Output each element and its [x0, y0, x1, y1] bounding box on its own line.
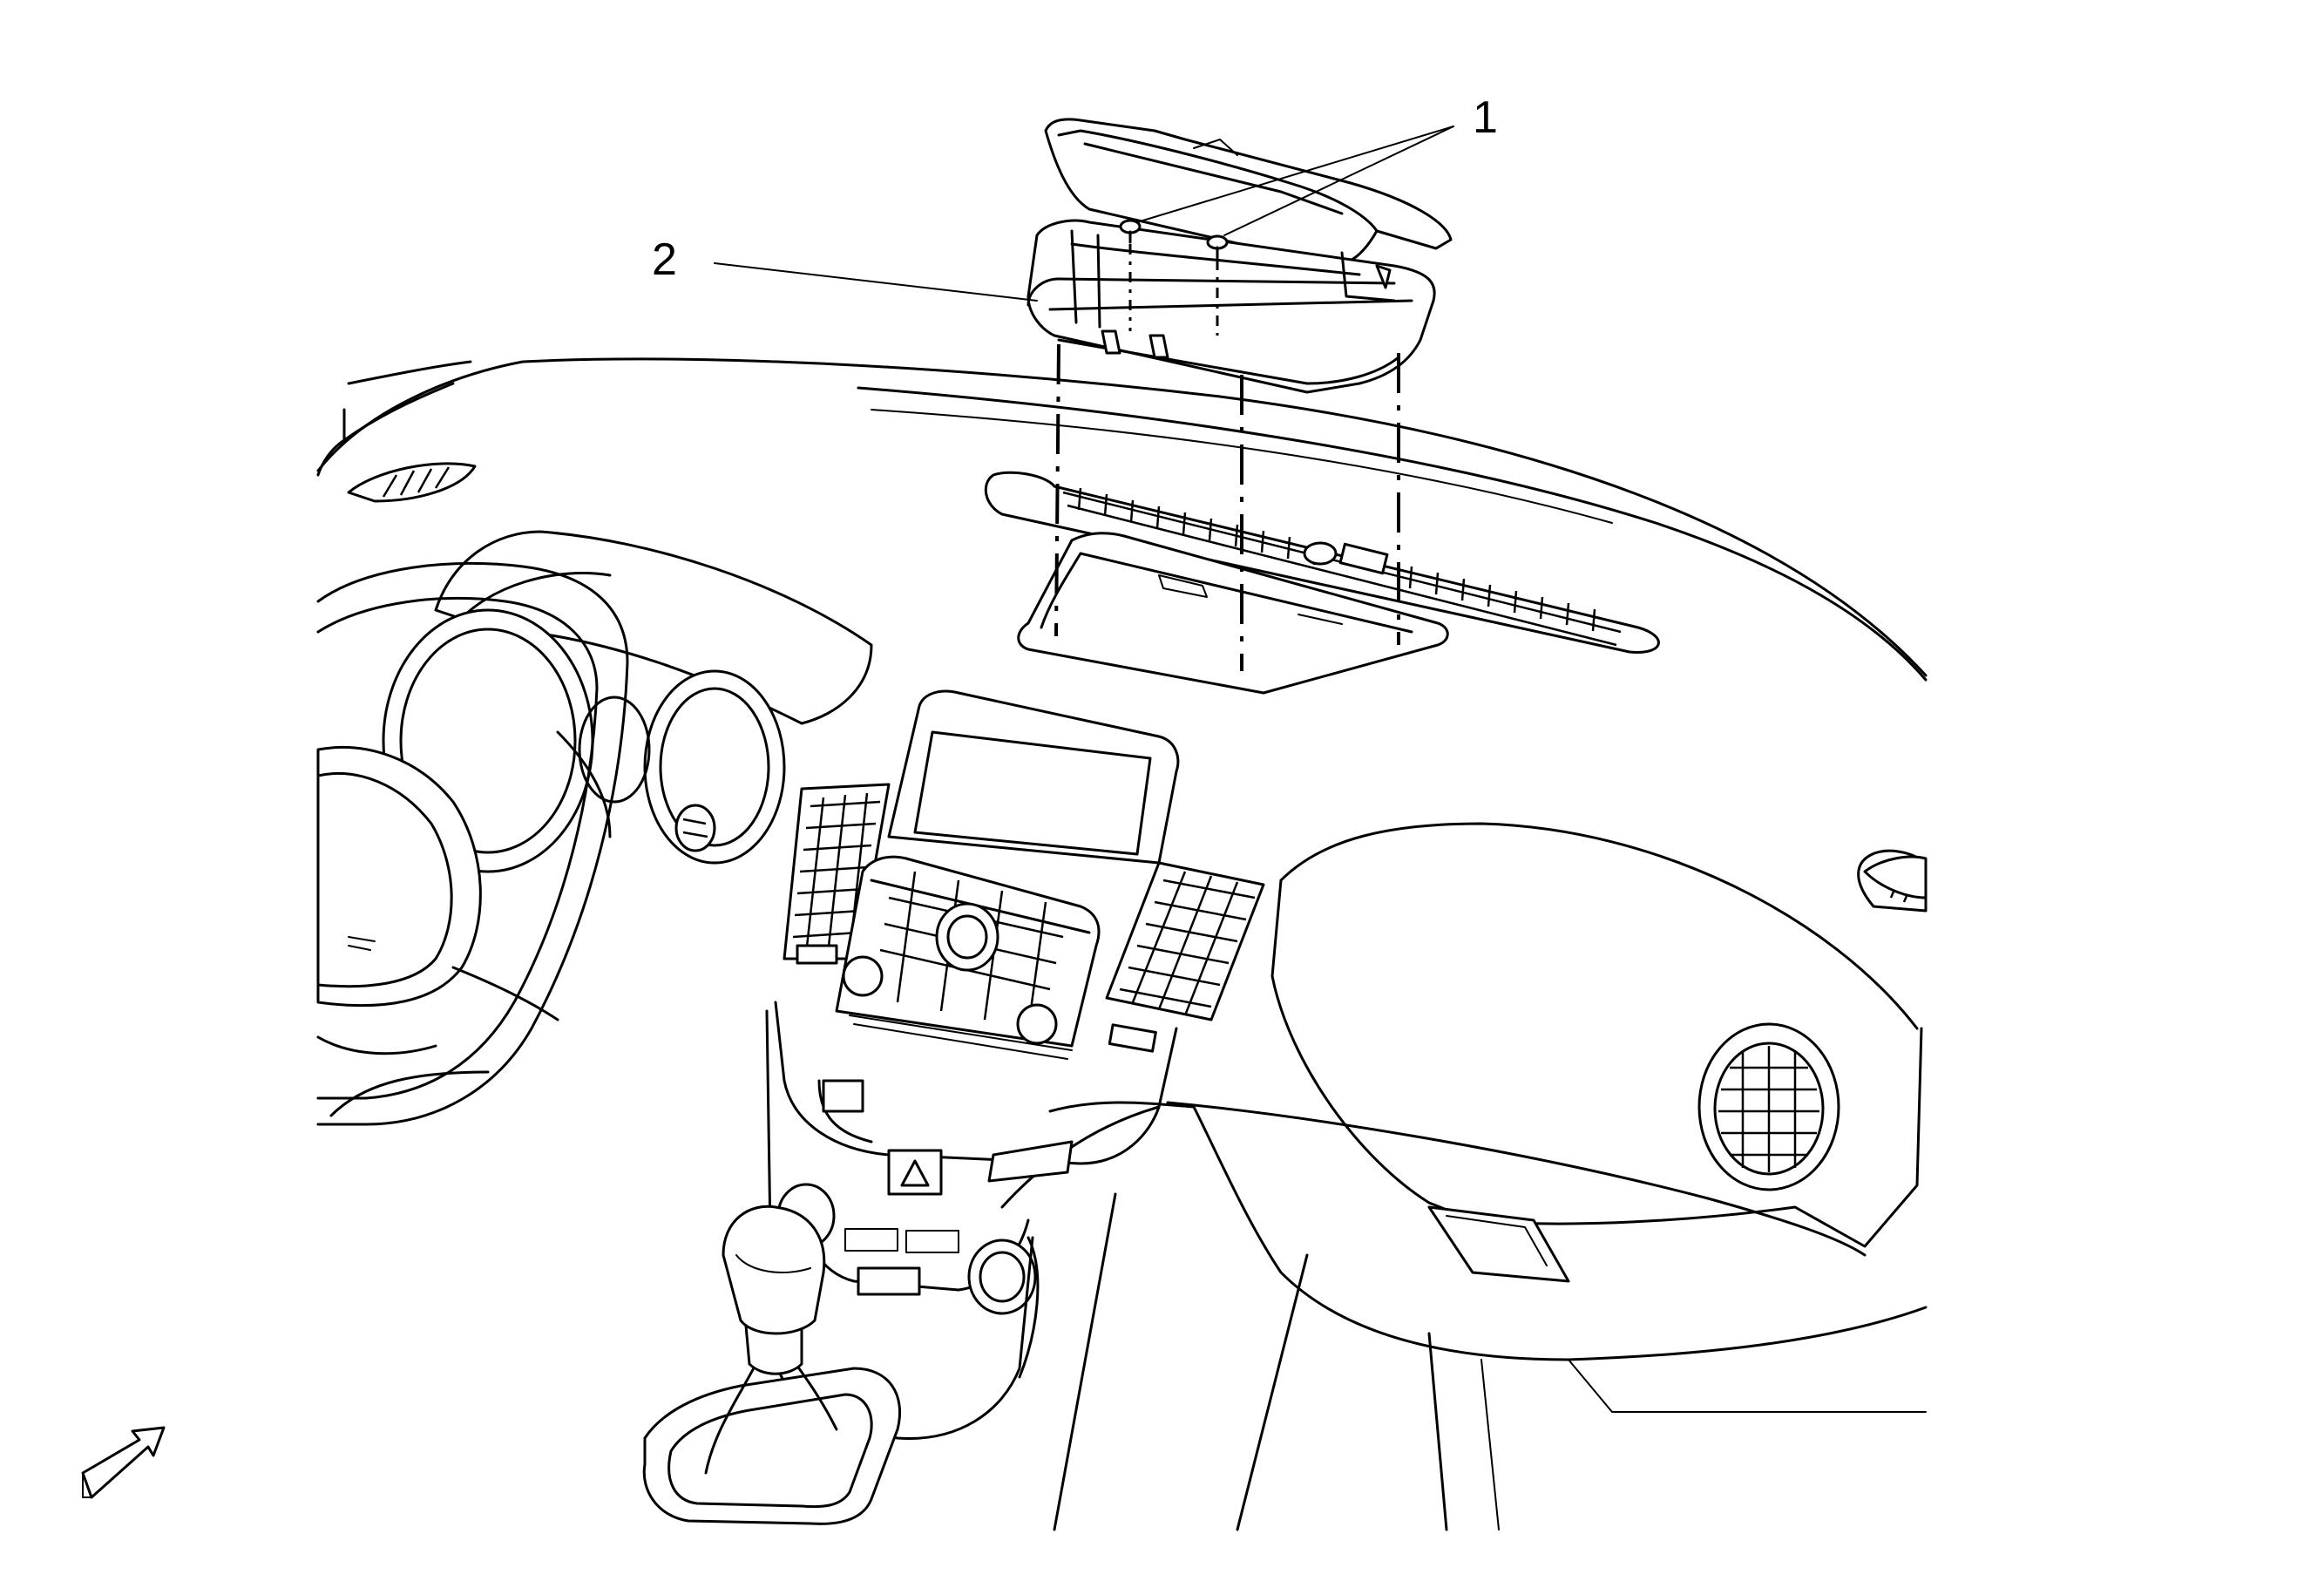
- callout-1: 1: [1473, 92, 1498, 143]
- screw-left: [1119, 219, 1142, 331]
- callout-1-leader: [1136, 126, 1454, 236]
- passenger-round-air-vent: [1697, 1022, 1840, 1191]
- hazard-switch: [887, 1149, 943, 1196]
- center-right-air-vent: [1105, 861, 1265, 1053]
- traction-control-switch: [822, 1079, 864, 1113]
- right-side-air-vent: [1857, 849, 1928, 913]
- sunload-sensor: [1303, 541, 1338, 566]
- center-stack: [765, 689, 1265, 1440]
- gear-shifter: [642, 1205, 902, 1525]
- screw-right: [1206, 234, 1229, 336]
- forward-direction-arrow-icon: [81, 1426, 166, 1499]
- left-side-air-vent: [347, 462, 477, 503]
- instrument-panel: [316, 357, 1928, 1531]
- defroster-grille: [984, 471, 1660, 654]
- callout-2-leader: [714, 262, 1038, 302]
- callout-2: 2: [652, 234, 677, 285]
- radio-center-knob: [935, 902, 999, 972]
- glovebox-handle: [1427, 1205, 1570, 1283]
- storage-compartment-opening: [1017, 532, 1449, 695]
- storage-compartment-assembly: [1026, 118, 1453, 394]
- alignment-lines: [1054, 343, 1400, 671]
- steering-wheel: [316, 561, 629, 1126]
